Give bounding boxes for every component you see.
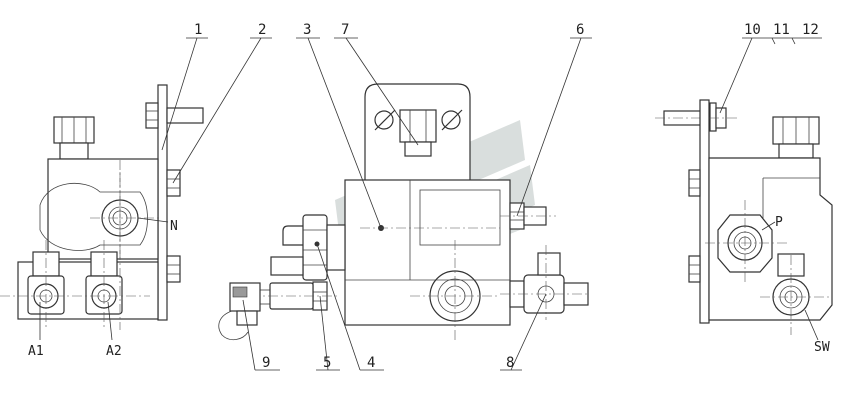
callout-7: 7	[341, 22, 349, 38]
callout-1: 1	[194, 22, 202, 38]
port-labels: N A1 A2 P SW	[28, 215, 830, 359]
callout-8: 8	[506, 355, 514, 371]
screw-2-upper	[166, 169, 181, 197]
right-view	[655, 99, 833, 335]
leader-lines	[137, 37, 822, 371]
port-label-a2: A2	[106, 344, 122, 359]
callout-10: 10	[744, 22, 761, 38]
callout-2: 2	[258, 22, 266, 38]
screw-lower-left	[166, 255, 181, 283]
callout-5: 5	[323, 355, 331, 371]
coupling-chain	[218, 310, 249, 341]
washer-11	[709, 102, 717, 132]
callout-9: 9	[262, 355, 270, 371]
center-view	[218, 83, 590, 341]
callout-11: 11	[773, 22, 790, 38]
mounting-plate-right	[699, 99, 710, 324]
callout-4: 4	[367, 355, 375, 371]
fitting-7	[399, 109, 437, 143]
callout-6: 6	[576, 22, 584, 38]
pipe-stub	[270, 256, 304, 276]
port-label-p: P	[775, 215, 783, 230]
port-label-sw: SW	[814, 340, 830, 355]
bolt-head-left	[145, 102, 159, 129]
valve-body-right	[708, 157, 833, 321]
callout-12: 12	[802, 22, 819, 38]
port-label-n: N	[170, 219, 178, 234]
mounting-plate-left	[157, 84, 168, 321]
callout-3: 3	[303, 22, 311, 38]
valve-body-left	[47, 158, 159, 260]
left-view	[0, 84, 204, 341]
callout-numbers: 1 2 3 7 6 10 11 12 9 5 4 8	[194, 22, 819, 371]
port-label-a1: A1	[28, 344, 44, 359]
port-p-fitting	[717, 214, 773, 273]
valve-body-center	[344, 179, 511, 326]
bolt-shank-left	[166, 107, 204, 124]
hex-nut-4	[302, 214, 328, 281]
